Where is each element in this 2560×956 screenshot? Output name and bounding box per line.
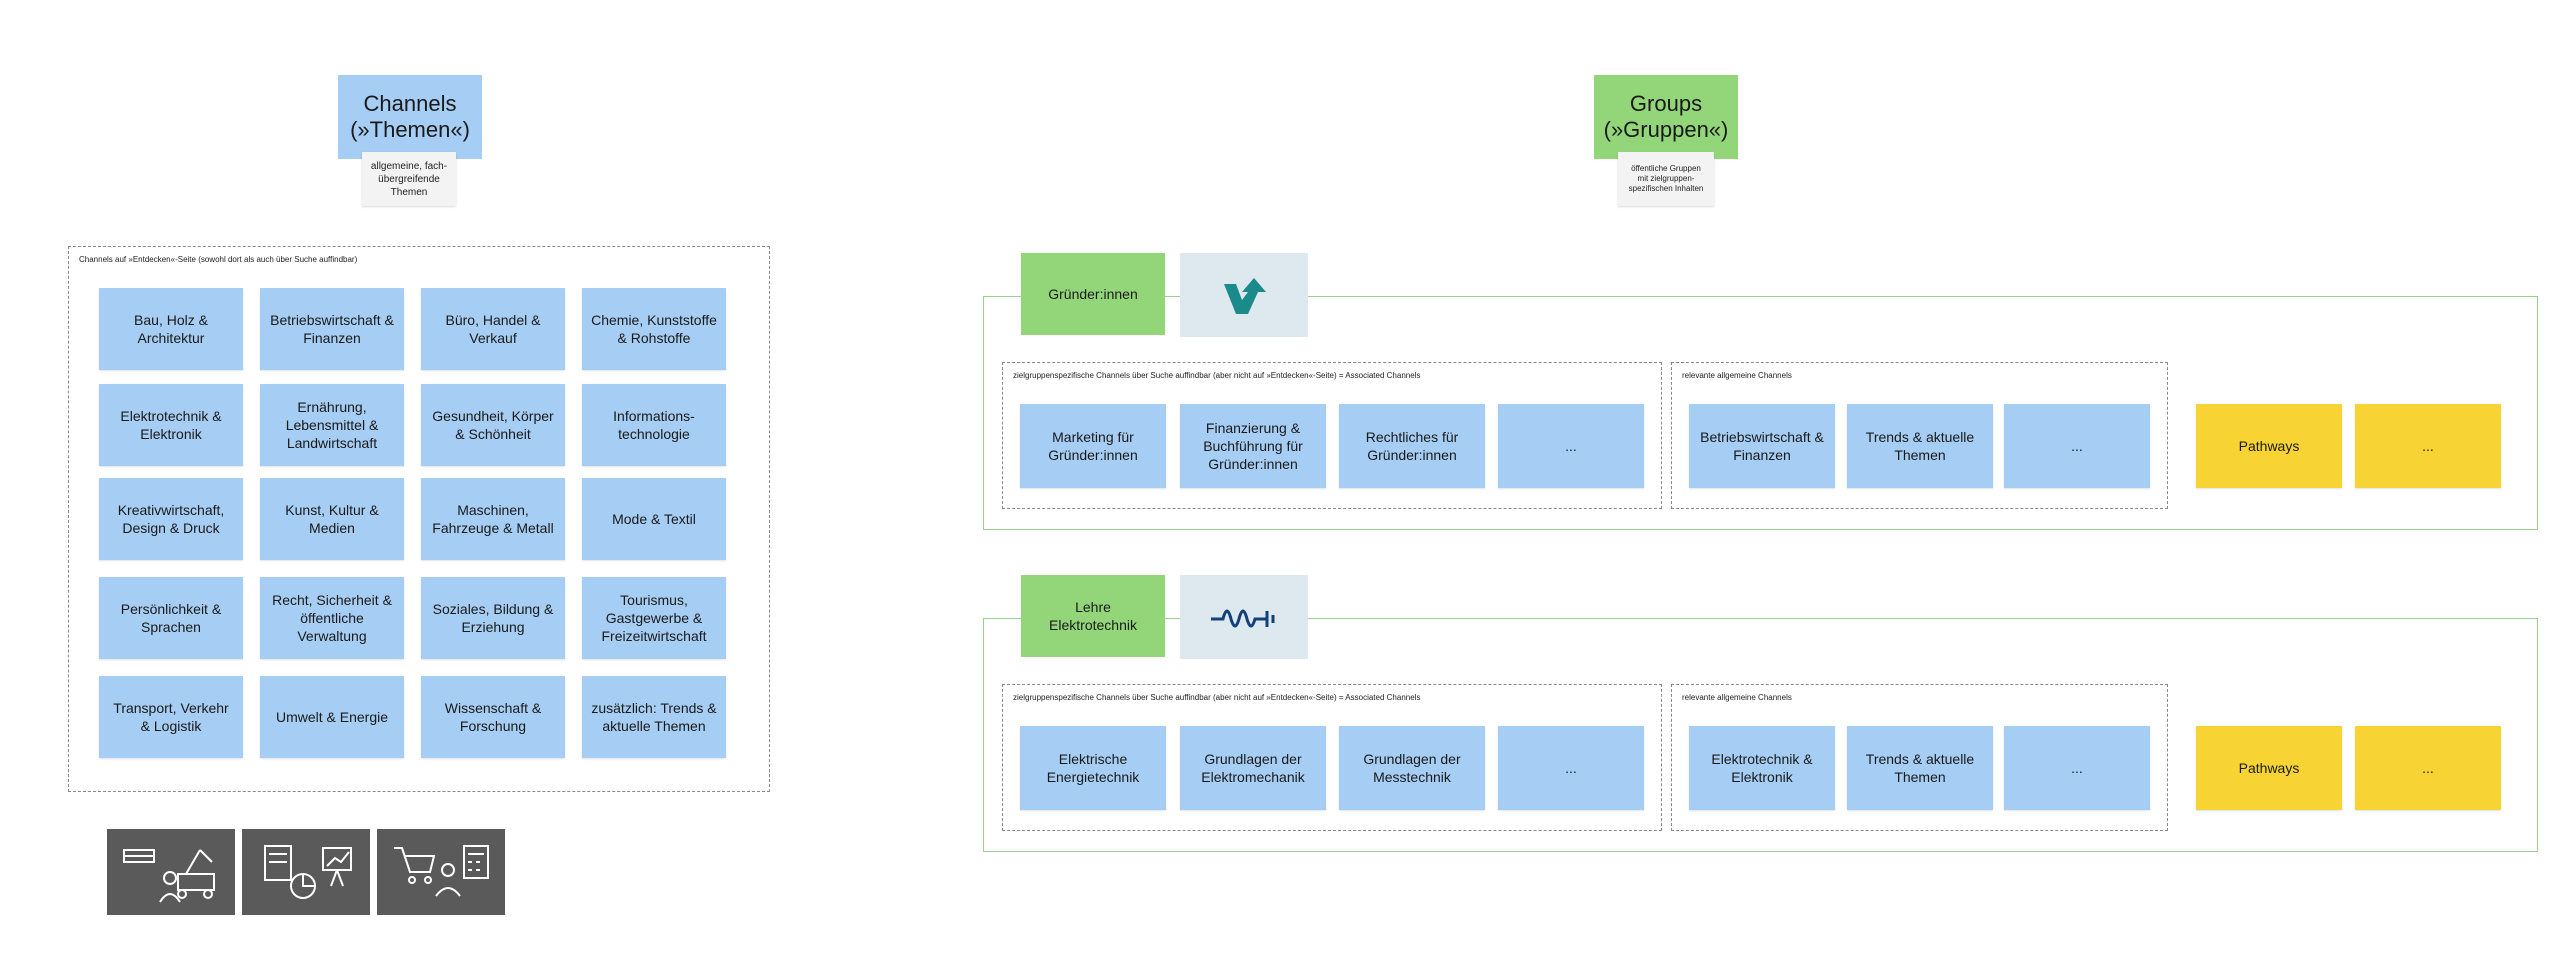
channel-sticky[interactable]: Büro, Handel & Verkauf [421,288,565,370]
channel-sticky[interactable]: Umwelt & Energie [260,676,404,758]
channel-sticky[interactable]: Ernährung, Lebensmittel & Landwirtschaft [260,384,404,466]
channel-sticky[interactable]: Maschinen, Fahrzeuge & Metall [421,478,565,560]
group-name-gruender[interactable]: Gründer:innen [1021,253,1165,335]
general-channel-sticky[interactable]: ... [2004,726,2150,810]
general-channel-sticky[interactable]: Elektrotechnik & Elektronik [1689,726,1835,810]
assoc-channels-frame-elektrotechnik: zielgruppenspezifische Channels über Suc… [1002,684,1662,831]
channel-sticky[interactable]: Informations- technologie [582,384,726,466]
extra-sticky[interactable]: ... [2355,726,2501,810]
construction-icon [123,849,215,903]
group-frame-gruender [983,296,2538,530]
channels-title: Channels (»Themen«) [338,75,482,159]
assoc-channel-sticky[interactable]: Elektrische Energietechnik [1020,726,1166,810]
business-finance-icons[interactable] [242,829,370,915]
channel-sticky[interactable]: Soziales, Bildung & Erziehung [421,577,565,659]
pathways-sticky[interactable]: Pathways [2196,404,2342,488]
general-channel-sticky[interactable]: ... [2004,404,2150,488]
channel-sticky[interactable]: Kunst, Kultur & Medien [260,478,404,560]
assoc-channels-label: zielgruppenspezifische Channels über Suc… [1013,371,1421,380]
assoc-channel-sticky[interactable]: Grundlagen der Elektromechanik [1180,726,1326,810]
channel-sticky[interactable]: zusätzlich: Trends & aktuelle Themen [582,676,726,758]
channel-sticky[interactable]: Recht, Sicherheit & öffentliche Verwaltu… [260,577,404,659]
channel-sticky[interactable]: Gesundheit, Körper & Schönheit [421,384,565,466]
channel-sticky[interactable]: Kreativwirtschaft, Design & Druck [99,478,243,560]
pathways-sticky[interactable]: Pathways [2196,726,2342,810]
channels-frame: Channels auf »Entdecken«-Seite (sowohl d… [68,246,770,792]
sine-wave-logo-icon [1180,575,1308,659]
general-channels-label: relevante allgemeine Channels [1682,371,1792,380]
assoc-channels-frame-gruender: zielgruppenspezifische Channels über Suc… [1002,362,1662,509]
channel-sticky[interactable]: Transport, Verkehr & Logistik [99,676,243,758]
channel-sticky[interactable]: Chemie, Kunststoffe & Rohstoffe [582,288,726,370]
retail-office-icons[interactable] [377,829,505,915]
general-channels-frame-gruender: relevante allgemeine Channels [1671,362,2168,509]
chart-presentation-icon [264,845,352,899]
assoc-channel-sticky[interactable]: Finanzierung & Buchführung für Gründer:i… [1180,404,1326,488]
channel-sticky[interactable]: Persönlichkeit & Sprachen [99,577,243,659]
general-channel-sticky[interactable]: Trends & aktuelle Themen [1847,404,1993,488]
assoc-channels-label: zielgruppenspezifische Channels über Suc… [1013,693,1421,702]
upward-arrow-logo-icon [1180,253,1308,337]
assoc-channel-sticky[interactable]: ... [1498,404,1644,488]
channels-frame-label: Channels auf »Entdecken«-Seite (sowohl d… [79,255,358,264]
channel-sticky[interactable]: Betriebswirtschaft & Finanzen [260,288,404,370]
general-channels-label: relevante allgemeine Channels [1682,693,1792,702]
assoc-channel-sticky[interactable]: Grundlagen der Messtechnik [1339,726,1485,810]
assoc-channel-sticky[interactable]: Rechtliches für Gründer:innen [1339,404,1485,488]
channel-sticky[interactable]: Bau, Holz & Architektur [99,288,243,370]
assoc-channel-sticky[interactable]: ... [1498,726,1644,810]
general-channel-sticky[interactable]: Betriebswirtschaft & Finanzen [1689,404,1835,488]
general-channel-sticky[interactable]: Trends & aktuelle Themen [1847,726,1993,810]
cart-calculator-icon [394,845,489,897]
channel-sticky[interactable]: Tourismus, Gastgewerbe & Freizeitwirtsch… [582,577,726,659]
assoc-channel-sticky[interactable]: Marketing für Gründer:innen [1020,404,1166,488]
construction-icons[interactable] [107,829,235,915]
groups-note: öffentliche Gruppen mit zielgruppen- spe… [1618,152,1714,206]
group-name-elektrotechnik[interactable]: Lehre Elektrotechnik [1021,575,1165,657]
general-channels-frame-elektrotechnik: relevante allgemeine Channels [1671,684,2168,831]
group-frame-elektrotechnik [983,618,2538,852]
channel-sticky[interactable]: Wissenschaft & Forschung [421,676,565,758]
channel-sticky[interactable]: Mode & Textil [582,478,726,560]
channel-sticky[interactable]: Elektrotechnik & Elektronik [99,384,243,466]
extra-sticky[interactable]: ... [2355,404,2501,488]
groups-title: Groups (»Gruppen«) [1594,75,1738,159]
channels-note: allgemeine, fach- übergreifende Themen [362,152,456,206]
